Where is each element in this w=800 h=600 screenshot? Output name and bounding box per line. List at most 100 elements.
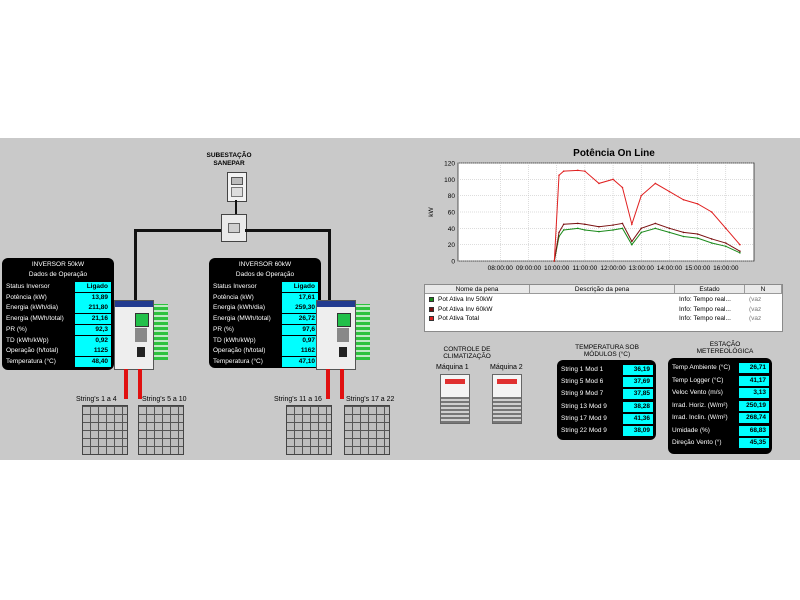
x-tick-label: 12:00:00: [600, 265, 626, 272]
estacao-row: Irrad. Inclin. (W/m²)268,74: [672, 413, 769, 423]
estacao-title: ESTAÇÃO METEREOLÓGICA: [685, 341, 765, 355]
x-tick-label: 15:00:00: [685, 265, 711, 272]
y-tick-label: 80: [448, 193, 456, 200]
series-point-2: [562, 223, 565, 226]
estacao-title-line2: METEREOLÓGICA: [696, 348, 754, 355]
inverter1-value: 13,89: [75, 292, 111, 303]
series-point-3: [640, 194, 643, 197]
temperatura-title-line1: TEMPERATURA SOB: [575, 344, 639, 351]
series-point-3: [682, 198, 685, 201]
series-point-1: [621, 227, 624, 230]
temperatura-title-line2: MÓDULOS (°C): [583, 351, 631, 358]
wire-left: [134, 229, 221, 232]
series-point-3: [739, 243, 741, 246]
series-point-3: [612, 178, 614, 181]
substation-title-line2: SANEPAR: [213, 160, 245, 167]
inverter1-row: PR (%)92,3: [6, 324, 111, 335]
inverter1-row: Operação (h/total)1125: [6, 346, 111, 357]
inverter1-label: Energia (kWh/dia): [6, 304, 59, 312]
series-point-2: [696, 233, 699, 235]
temperatura-label: String 22 Mod 9: [561, 427, 607, 434]
estacao-value: 268,74: [739, 413, 769, 423]
junction-box: [221, 214, 247, 242]
estacao-value: 45,35: [739, 438, 769, 448]
temperatura-label: String 17 Mod 9: [561, 414, 607, 422]
temperatura-value: 37,85: [623, 389, 653, 400]
series-point-3: [558, 174, 560, 177]
substation-meter: [227, 172, 247, 202]
pen-extra: (vaz: [749, 305, 762, 313]
inverter1-label: PR (%): [6, 325, 27, 333]
pen-extra: (vaz: [749, 315, 762, 322]
inverter2-panel: INVERSOR 60kW Dados de Operação Status I…: [209, 258, 321, 368]
cable-string3: [326, 369, 330, 399]
inverter1-row: TD (kWh/kWp)0,92: [6, 335, 111, 346]
series-point-2: [621, 222, 624, 225]
machine1-unit[interactable]: [440, 374, 470, 424]
string-label-1: String's 1 a 4: [76, 396, 117, 403]
pen-table-header-name[interactable]: Nome da pena: [425, 285, 530, 294]
pen-table: Nome da pena Descrição da pena Estado N …: [424, 284, 783, 332]
inverter1-row: Energia (MWh/total)21,16: [6, 314, 111, 325]
pen-state: Info: Tempo real...: [679, 305, 731, 313]
series-point-3: [710, 211, 713, 213]
y-tick-label: 0: [451, 259, 455, 266]
estacao-label: Veloc Vento (m/s): [672, 389, 723, 396]
pen-table-header-n[interactable]: N: [745, 285, 782, 294]
series-point-3: [598, 182, 600, 185]
temperatura-label: String 5 Mod 6: [561, 378, 604, 386]
inverter1-value: Ligado: [75, 282, 111, 292]
estacao-label: Temp Ambiente (°C): [672, 364, 731, 371]
temperatura-row: String 22 Mod 9 38,09: [561, 426, 653, 436]
pen-name: Pot Ativa Inv 50kW: [438, 296, 493, 303]
inverter2-value: 47,10: [282, 356, 318, 367]
estacao-label: Irrad. Horiz. (W/m²): [672, 401, 728, 409]
pen-table-header-desc[interactable]: Descrição da pena: [530, 285, 675, 294]
series-point-1: [577, 227, 579, 230]
inverter1-panel: INVERSOR 50kW Dados de Operação Status I…: [2, 258, 114, 370]
estacao-row: Temp Ambiente (°C)26,71: [672, 363, 769, 373]
pen-color-swatch: [429, 297, 434, 302]
estacao-row: Irrad. Horiz. (W/m²)250,19: [672, 400, 769, 411]
inverter2-value: 17,61: [282, 292, 318, 303]
pen-state: Info: Tempo real...: [679, 296, 731, 303]
inverter2-heatsink: [356, 304, 370, 360]
temperatura-value: 36,19: [623, 365, 653, 375]
y-tick-label: 100: [444, 177, 455, 184]
cable-string2: [138, 369, 142, 399]
machine2-unit[interactable]: [492, 374, 522, 424]
series-point-3: [584, 170, 586, 172]
y-tick-label: 40: [448, 226, 456, 233]
pen-color-swatch: [429, 306, 434, 312]
x-tick-label: 14:00:00: [657, 265, 683, 272]
series-point-1: [631, 243, 633, 246]
inverter1-value: 1125: [75, 346, 111, 357]
x-tick-label: 08:00:00: [488, 265, 514, 272]
cable-string1: [124, 369, 128, 399]
y-axis-label: kW: [428, 206, 435, 216]
temperatura-value: 38,09: [623, 426, 653, 436]
estacao-label: Direção Vento (°): [672, 439, 722, 446]
inverter2-subtitle: Dados de Operação: [235, 271, 295, 278]
series-point-1: [562, 229, 565, 231]
inverter2-value: 1162: [282, 346, 318, 357]
pen-state: Info: Tempo real...: [679, 315, 731, 322]
wire-right-drop: [328, 229, 331, 301]
temperatura-value: 37,69: [623, 377, 653, 388]
inverter1-heatsink: [154, 304, 168, 360]
inverter2-value: 259,30: [282, 303, 318, 314]
series-point-1: [725, 245, 727, 248]
temperatura-row: String 5 Mod 6 37,69: [561, 377, 653, 388]
inverter2-label: TD (kWh/kWp): [213, 336, 256, 344]
cable-string4: [340, 369, 344, 399]
pen-table-header-state[interactable]: Estado: [675, 285, 745, 294]
series-point-3: [668, 190, 671, 193]
inverter1-value: 21,16: [75, 314, 111, 325]
series-point-2: [654, 222, 657, 225]
x-tick-label: 09:00:00: [516, 265, 542, 272]
series-point-2: [577, 222, 579, 225]
